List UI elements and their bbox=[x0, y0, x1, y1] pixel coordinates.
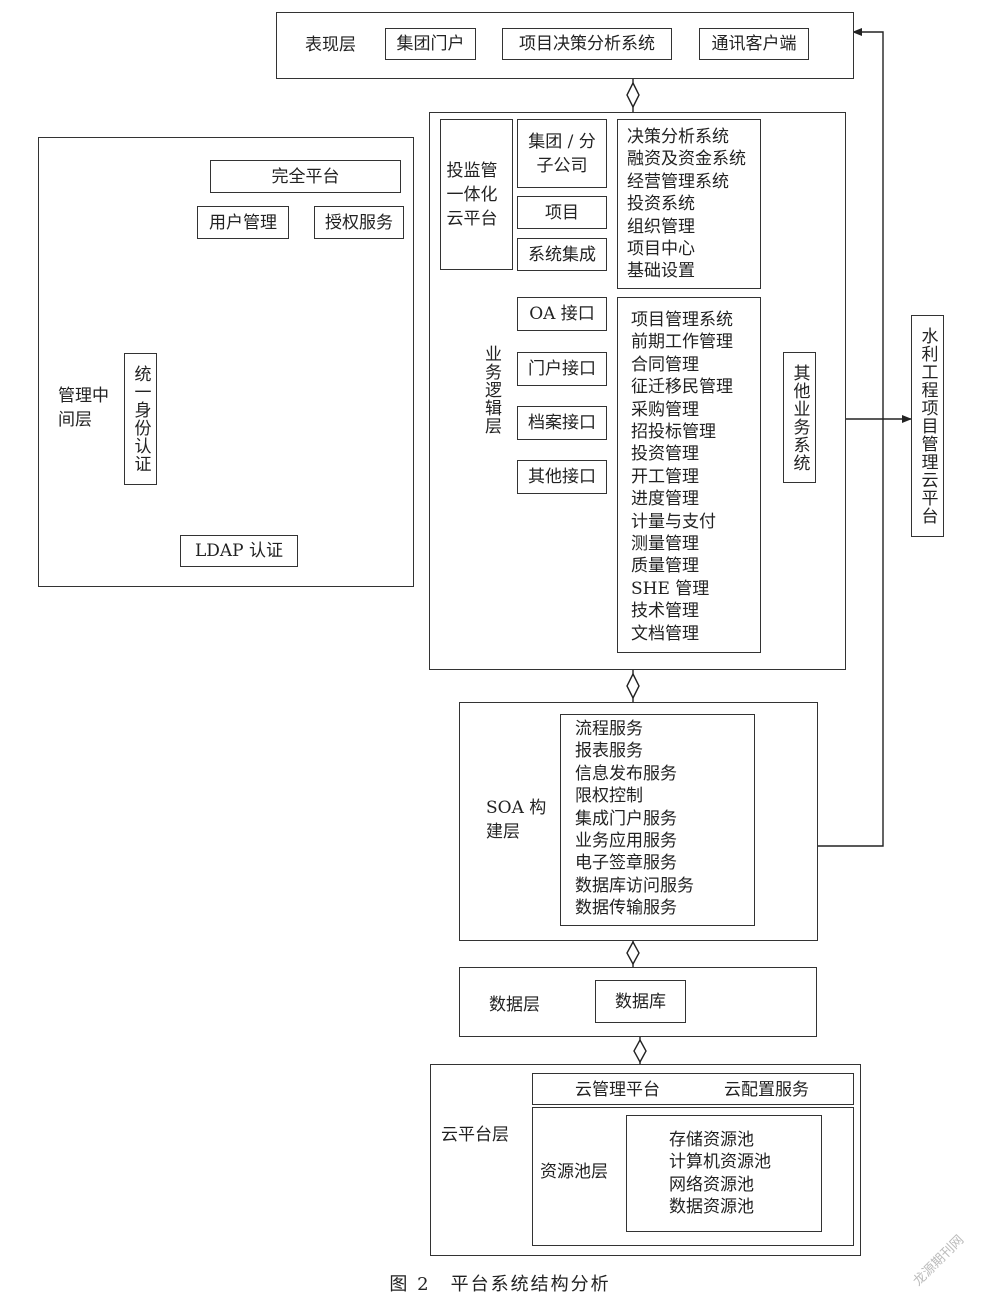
list-item: 前期工作管理 bbox=[631, 332, 733, 353]
user-mgmt-label: 用户管理 bbox=[209, 212, 277, 233]
diamond-connector-1 bbox=[626, 81, 640, 109]
list-item: 报表服务 bbox=[575, 741, 643, 762]
cloud-mgmt-bar bbox=[532, 1073, 854, 1105]
list-item: 项目管理系统 bbox=[631, 310, 733, 330]
group-portal-label: 集团门户 bbox=[396, 34, 465, 54]
soa-services-list: 流程服务 报表服务 信息发布服务 限权控制 集成门户服务 业务应用服务 电子签章… bbox=[560, 714, 755, 926]
management-layer-label: 管理中间层 bbox=[58, 386, 109, 430]
decision-analysis-box: 项目决策分析系统 bbox=[502, 28, 672, 60]
data-layer-label: 数据层 bbox=[489, 995, 540, 1015]
sys-integration-box: 系统集成 bbox=[517, 238, 607, 271]
water-cloud-platform-label: 水利工程项目管理云平台 bbox=[917, 327, 938, 525]
list-item: 合同管理 bbox=[631, 354, 699, 375]
oa-interface-box: OA 接口 bbox=[517, 297, 607, 331]
list-item: SHE 管理 bbox=[631, 578, 710, 599]
figure-caption: 图 2 平台系统结构分析 bbox=[389, 1274, 611, 1295]
water-cloud-platform-box: 水利工程项目管理云平台 bbox=[911, 315, 944, 537]
list-item: 开工管理 bbox=[631, 466, 699, 487]
list-item: 业务应用服务 bbox=[575, 831, 677, 852]
list-item: 投资系统 bbox=[627, 194, 695, 215]
archive-interface-box: 档案接口 bbox=[517, 406, 607, 440]
cloud-platform-box: 投监管一体化云平台 bbox=[440, 119, 513, 270]
sso-box: 统一身份认证 bbox=[124, 353, 157, 485]
list-item: 测量管理 bbox=[631, 534, 699, 555]
list-item: 进度管理 bbox=[631, 489, 699, 510]
list-item: 融资及资金系统 bbox=[627, 149, 746, 170]
cloud-platform-label: 投监管一体化云平台 bbox=[446, 160, 498, 229]
list-item: 网络资源池 bbox=[669, 1174, 754, 1195]
ldap-box: LDAP 认证 bbox=[180, 535, 298, 567]
sso-label: 统一身份认证 bbox=[130, 365, 151, 473]
project-systems-list: 项目管理系统 前期工作管理 合同管理 征迁移民管理 采购管理 招投标管理 投资管… bbox=[617, 297, 761, 653]
group-portal-box: 集团门户 bbox=[385, 28, 476, 60]
list-item: 基础设置 bbox=[627, 261, 695, 282]
oa-interface-label: OA 接口 bbox=[529, 304, 595, 324]
list-item: 数据传输服务 bbox=[575, 898, 677, 919]
archive-interface-label: 档案接口 bbox=[528, 413, 596, 433]
project-label: 项目 bbox=[545, 202, 579, 223]
list-item: 经营管理系统 bbox=[627, 171, 729, 192]
resource-pools-list: 存储资源池 计算机资源池 网络资源池 数据资源池 bbox=[626, 1115, 822, 1232]
portal-interface-box: 门户接口 bbox=[517, 352, 607, 386]
list-item: 组织管理 bbox=[627, 216, 695, 237]
list-item: 流程服务 bbox=[575, 719, 643, 739]
cloud-config-label: 云配置服务 bbox=[724, 1080, 809, 1100]
list-item: 采购管理 bbox=[631, 399, 699, 420]
other-business-systems-box: 其他业务系统 bbox=[783, 352, 816, 483]
soa-to-presentation-arrow bbox=[818, 28, 884, 847]
database-box: 数据库 bbox=[595, 980, 686, 1023]
ldap-label: LDAP 认证 bbox=[194, 541, 284, 561]
group-company-label: 集团 / 分子公司 bbox=[528, 131, 596, 176]
other-business-systems-label: 其他业务系统 bbox=[789, 363, 810, 472]
list-item: 数据资源池 bbox=[669, 1197, 754, 1218]
list-item: 集成门户服务 bbox=[575, 808, 677, 829]
group-company-box: 集团 / 分子公司 bbox=[517, 119, 607, 188]
list-item: 招投标管理 bbox=[631, 422, 716, 443]
list-item: 数据库访问服务 bbox=[575, 875, 694, 896]
management-layer bbox=[38, 137, 414, 587]
other-interface-box: 其他接口 bbox=[517, 460, 607, 494]
data-layer bbox=[459, 967, 817, 1037]
list-item: 决策分析系统 bbox=[627, 127, 729, 147]
diamond-connector-2 bbox=[626, 672, 640, 700]
decision-analysis-label: 项目决策分析系统 bbox=[519, 34, 655, 54]
auth-service-label: 授权服务 bbox=[325, 212, 393, 233]
list-item: 技术管理 bbox=[631, 601, 699, 622]
auth-service-box: 授权服务 bbox=[314, 206, 404, 239]
project-box: 项目 bbox=[517, 196, 607, 229]
list-item: 限权控制 bbox=[575, 786, 643, 807]
business-layer-label: 业务逻辑层 bbox=[481, 345, 501, 435]
security-platform-box: 完全平台 bbox=[210, 160, 401, 193]
list-item: 信息发布服务 bbox=[575, 763, 677, 784]
diamond-connector-3 bbox=[626, 940, 640, 966]
diamond-connector-4 bbox=[633, 1038, 647, 1064]
cloud-platform-layer-label: 云平台层 bbox=[441, 1125, 509, 1145]
decision-systems-list: 决策分析系统 融资及资金系统 经营管理系统 投资系统 组织管理 项目中心 基础设… bbox=[617, 119, 761, 289]
list-item: 质量管理 bbox=[631, 556, 699, 577]
security-platform-label: 完全平台 bbox=[271, 166, 340, 187]
list-item: 征迁移民管理 bbox=[631, 377, 733, 398]
other-interface-label: 其他接口 bbox=[528, 467, 596, 487]
presentation-layer-label: 表现层 bbox=[305, 35, 356, 55]
soa-layer-label: SOA 构建层 bbox=[486, 798, 547, 842]
cloud-mgmt-label: 云管理平台 bbox=[575, 1080, 660, 1100]
list-item: 项目中心 bbox=[627, 239, 695, 260]
sys-integration-label: 系统集成 bbox=[528, 244, 596, 265]
user-mgmt-box: 用户管理 bbox=[197, 206, 289, 239]
resource-pool-layer-label: 资源池层 bbox=[540, 1162, 608, 1182]
comm-client-label: 通讯客户端 bbox=[711, 34, 797, 54]
portal-interface-label: 门户接口 bbox=[528, 359, 596, 379]
list-item: 电子签章服务 bbox=[575, 853, 677, 874]
list-item: 投资管理 bbox=[631, 444, 699, 465]
list-item: 文档管理 bbox=[631, 623, 699, 644]
database-label: 数据库 bbox=[615, 991, 666, 1012]
list-item: 计量与支付 bbox=[631, 511, 716, 532]
comm-client-box: 通讯客户端 bbox=[699, 28, 809, 60]
list-item: 计算机资源池 bbox=[669, 1152, 771, 1173]
list-item: 存储资源池 bbox=[669, 1130, 754, 1150]
